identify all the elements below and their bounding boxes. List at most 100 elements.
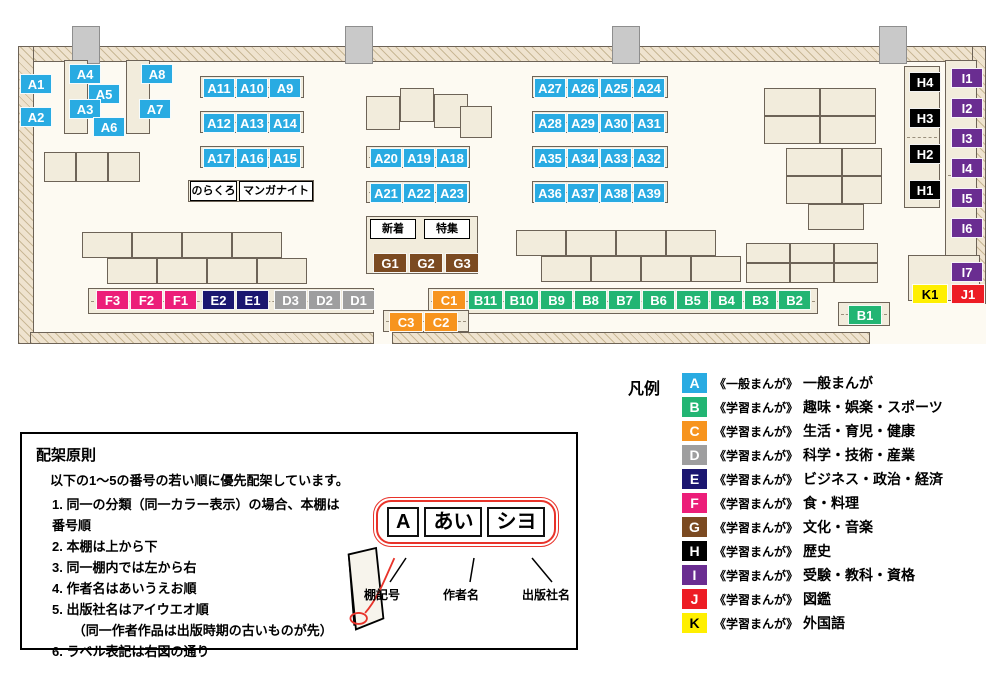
shelf-tag-A8: A8 (141, 64, 173, 84)
legend-series-label: 《学習まんが》 (714, 616, 799, 631)
legend-category-label: 科学・技術・産業 (803, 447, 916, 463)
shelf-block (666, 230, 716, 256)
shelf-tag-B3: B3 (744, 290, 777, 310)
legend-item-D: D《学習まんが》科学・技術・産業 (682, 444, 995, 466)
legend-item-G: G《学習まんが》文化・音楽 (682, 516, 995, 538)
shelf-tag-D3: D3 (274, 290, 307, 310)
shelf-tag-A10: A10 (236, 78, 268, 98)
legend-item-A: A《一般まんが》一般まんが (682, 372, 995, 394)
shelf-tag-I5: I5 (951, 188, 983, 208)
legend-swatch-B: B (682, 397, 707, 417)
shelf-tag-のらくろ: のらくろ (190, 181, 237, 201)
legend-item-E: E《学習まんが》ビジネス・政治・経済 (682, 468, 995, 490)
shelf-tag-B6: B6 (642, 290, 675, 310)
shelf-tag-I6: I6 (951, 218, 983, 238)
shelf-tag-A7: A7 (139, 99, 171, 119)
shelf-block (207, 258, 257, 284)
shelf-block (107, 258, 157, 284)
legend-category-label: ビジネス・政治・経済 (803, 471, 944, 487)
shelf-tag-A21: A21 (370, 183, 402, 203)
legend-swatch-D: D (682, 445, 707, 465)
shelf-tag-A32: A32 (633, 148, 665, 168)
label-shelf-code: A (387, 507, 420, 537)
shelf-tag-A14: A14 (269, 113, 301, 133)
shelf-block (746, 243, 790, 263)
shelf-tag-I1: I1 (951, 68, 983, 88)
shelf-tag-H2: H2 (909, 144, 941, 164)
shelf-tag-F1: F1 (164, 290, 197, 310)
shelf-tag-A37: A37 (567, 183, 599, 203)
label-example: A あい シヨ 棚記号 作者名 出版社名 (312, 497, 570, 646)
principles-line: 6. ラベル表記は右図の通り (52, 644, 210, 659)
wall-segment (30, 332, 374, 344)
shelf-block (566, 230, 616, 256)
shelf-tag-F3: F3 (96, 290, 129, 310)
shelf-tag-C1: C1 (432, 290, 466, 310)
shelf-tag-A31: A31 (633, 113, 665, 133)
shelf-tag-I7: I7 (951, 262, 983, 282)
shelf-tag-A3: A3 (69, 99, 101, 119)
shelf-tag-H4: H4 (909, 72, 941, 92)
shelf-block (834, 243, 878, 263)
legend-category-label: 生活・育児・健康 (803, 423, 916, 439)
pillar (72, 26, 100, 64)
shelf-block (790, 243, 834, 263)
shelf-tag-B9: B9 (540, 290, 573, 310)
principles-line: 5. 出版社名はアイウエオ順 (52, 602, 209, 617)
shelf-block (257, 258, 307, 284)
leader-lines (389, 557, 553, 583)
shelf-tag-E1: E1 (236, 290, 269, 310)
shelf-block (460, 106, 492, 138)
shelf-tag-A13: A13 (236, 113, 268, 133)
shelf-tag-マンガナイト: マンガナイト (239, 181, 313, 201)
shelf-block (541, 256, 591, 282)
legend-swatch-C: C (682, 421, 707, 441)
legend-category-label: 文化・音楽 (803, 519, 874, 535)
book-icon (347, 546, 396, 631)
shelf-tag-A15: A15 (269, 148, 301, 168)
legend-series-label: 《学習まんが》 (714, 496, 799, 511)
shelf-tag-A6: A6 (93, 117, 125, 137)
shelf-tag-G1: G1 (373, 253, 407, 273)
legend-swatch-K: K (682, 613, 707, 633)
shelf-tag-A30: A30 (600, 113, 632, 133)
principles-line: 3. 同一棚内では左から右 (52, 560, 197, 575)
shelf-tag-A16: A16 (236, 148, 268, 168)
shelf-block (182, 232, 232, 258)
shelf-tag-I4: I4 (951, 158, 983, 178)
label-strip: A あい シヨ (372, 497, 560, 547)
legend-swatch-A: A (682, 373, 707, 393)
shelf-block (44, 152, 76, 182)
legend-series-label: 《学習まんが》 (714, 400, 799, 415)
shelf-tag-D1: D1 (342, 290, 375, 310)
shelf-tag-E2: E2 (202, 290, 235, 310)
shelf-block (764, 116, 820, 144)
shelf-tag-A35: A35 (534, 148, 566, 168)
shelf-block (820, 116, 876, 144)
legend-category-label: 歴史 (803, 543, 832, 559)
shelf-tag-B8: B8 (574, 290, 607, 310)
principles-line: 1. 同一の分類（同一カラー表示）の場合、本棚は番号順 (52, 497, 340, 533)
shelf-block (786, 176, 842, 204)
legend-item-B: B《学習まんが》趣味・娯楽・スポーツ (682, 396, 995, 418)
shelf-block (641, 256, 691, 282)
shelf-block (842, 148, 882, 176)
legend-swatch-G: G (682, 517, 707, 537)
shelf-block (366, 96, 400, 130)
shelf-tag-K1: K1 (912, 284, 948, 304)
legend-title: 凡例 (628, 381, 661, 398)
pillar (612, 26, 640, 64)
legend-item-K: K《学習まんが》外国語 (682, 612, 995, 634)
principles-title: 配架原則 (36, 447, 97, 464)
legend-item-I: I《学習まんが》受験・教科・資格 (682, 564, 995, 586)
shelf-tag-B4: B4 (710, 290, 743, 310)
shelf-tag-B10: B10 (504, 290, 539, 310)
shelving-principles-panel: 配架原則 以下の1～5の番号の若い順に優先配架しています。 1. 同一の分類（同… (20, 432, 578, 659)
shelf-tag-A34: A34 (567, 148, 599, 168)
shelf-tag-A1: A1 (20, 74, 52, 94)
shelf-block (746, 263, 790, 283)
legend-item-H: H《学習まんが》歴史 (682, 540, 995, 562)
